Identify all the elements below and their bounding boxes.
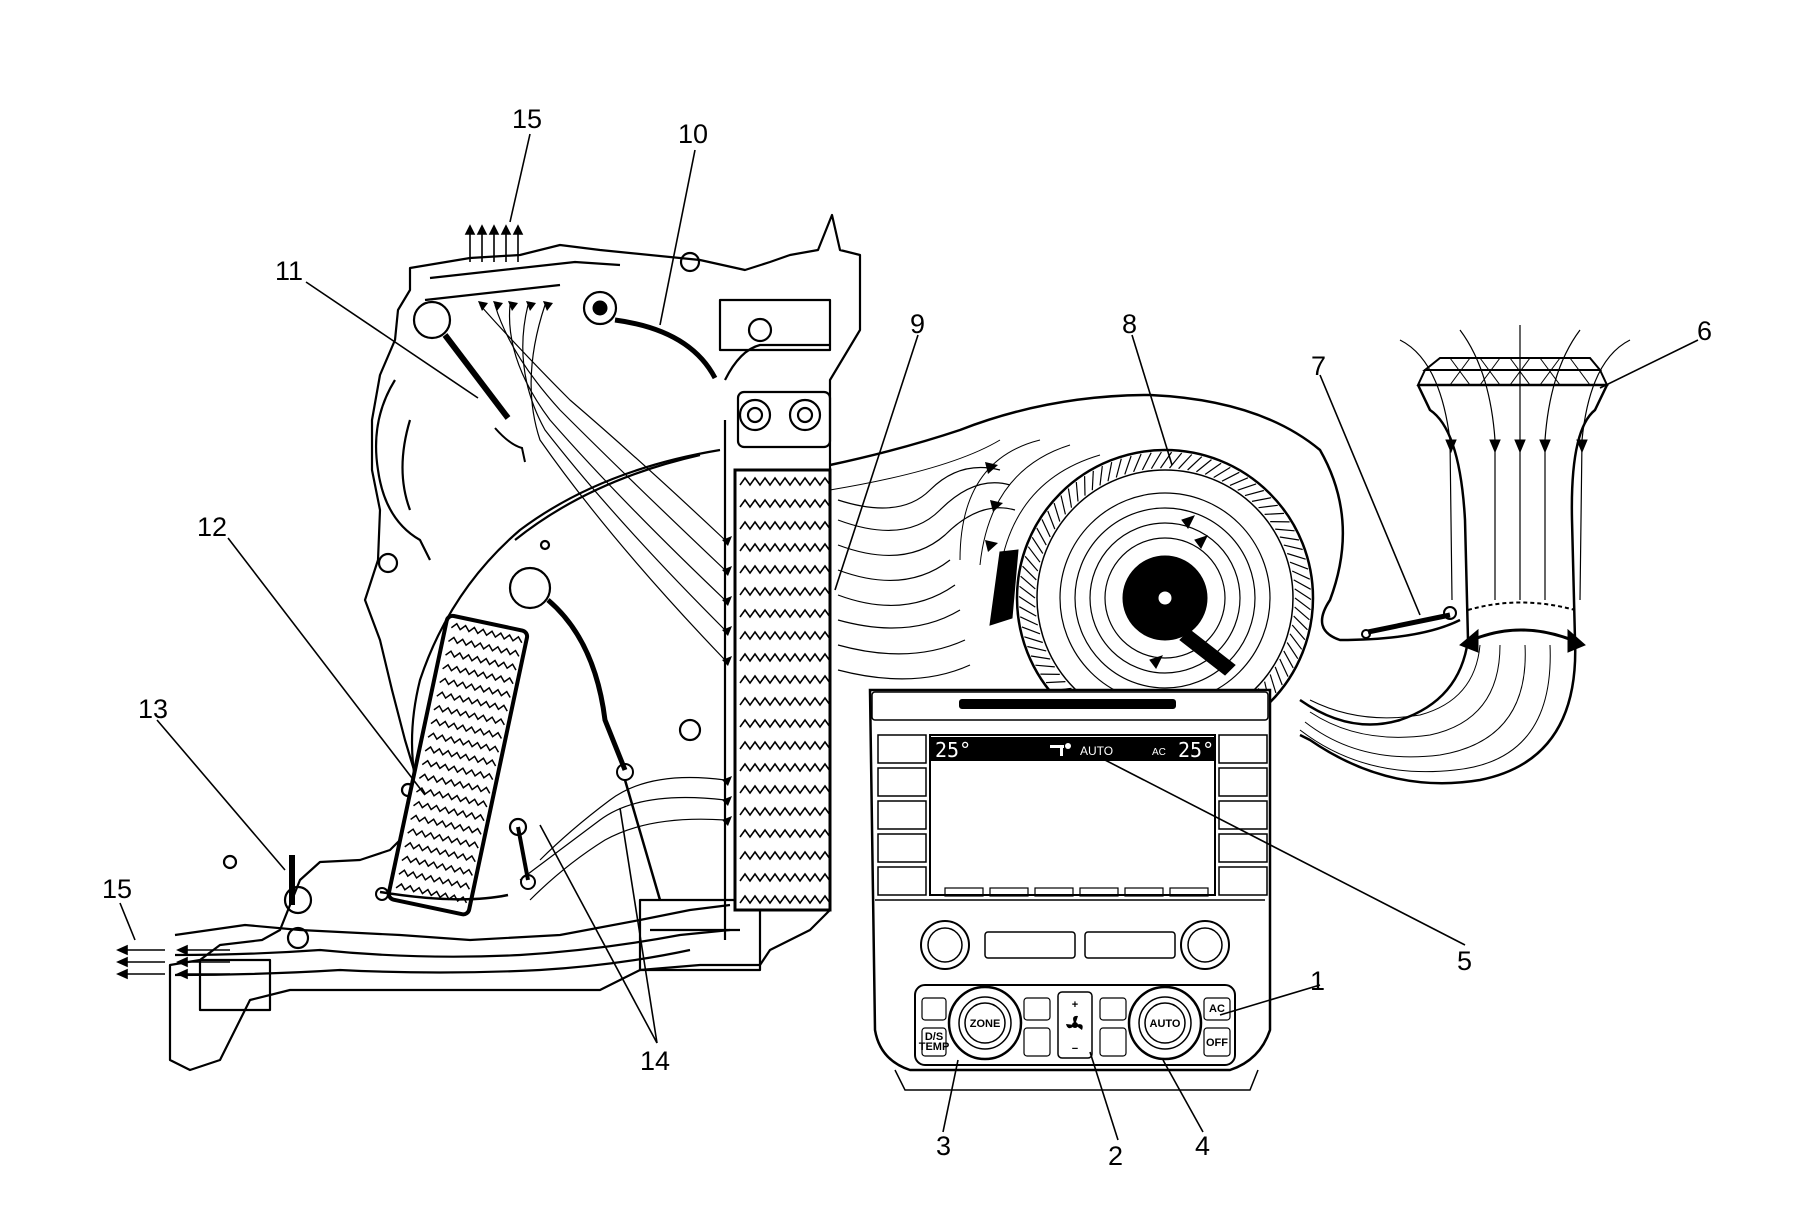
blower-blade [1294, 580, 1311, 589]
blower-blade [1076, 482, 1078, 501]
blower-blade [1292, 571, 1310, 579]
floor-outlet-arrows [118, 946, 230, 978]
callout-14: 14 [640, 1046, 670, 1076]
blower-blade [1116, 459, 1121, 478]
callout-4: 4 [1195, 1131, 1210, 1161]
blower-blade [1275, 529, 1294, 531]
blower-blade [1252, 498, 1271, 502]
blower-blade [1019, 607, 1036, 616]
blower-blade [1205, 463, 1221, 474]
blower-blade [1125, 456, 1131, 474]
blower-blade [1238, 484, 1256, 490]
blower-blade [1025, 556, 1038, 571]
blower-blade [1284, 545, 1303, 549]
off-button-label[interactable]: OFF [1206, 1037, 1228, 1049]
callout-10: 10 [678, 119, 708, 149]
blower-blade [1061, 496, 1065, 515]
blower-blade [1245, 491, 1264, 496]
blower-blade [1021, 576, 1036, 589]
blower-blade [1035, 665, 1054, 667]
auto-knob-label[interactable]: AUTO [1150, 1018, 1181, 1030]
blower-blade [1179, 455, 1192, 469]
callout-12: 12 [197, 512, 227, 542]
blower-blade [1295, 589, 1311, 600]
display-temp-right: 25° [1178, 738, 1214, 762]
evaporator-core [735, 470, 830, 910]
blower-blade [1054, 503, 1060, 522]
defrost-outlet-arrows [466, 226, 522, 262]
blower-blade [1287, 554, 1306, 560]
blower-blade [1031, 656, 1050, 659]
blower-to-core-arrows [985, 462, 1003, 552]
callout-9: 9 [910, 309, 925, 339]
blower-blade [1196, 460, 1211, 472]
ac-button-label[interactable]: AC [1209, 1003, 1225, 1015]
upper-mode-door [445, 335, 525, 462]
blower-blade [1020, 586, 1036, 598]
callout-8: 8 [1122, 309, 1137, 339]
callout-6: 6 [1697, 316, 1712, 346]
display-ac: AC [1152, 747, 1166, 758]
case-airflow-arrows [478, 301, 732, 826]
blower-blade [1042, 519, 1050, 537]
blower-blade [1020, 617, 1038, 625]
fan-minus-label[interactable]: − [1072, 1043, 1078, 1055]
display-temp-left: 25° [935, 738, 971, 762]
blower-blade [1134, 454, 1142, 472]
callout-2: 2 [1108, 1141, 1123, 1171]
blower-blade [1230, 478, 1248, 486]
blower-blade [1188, 457, 1202, 470]
heater-core [388, 615, 529, 916]
blower-blade [1294, 616, 1308, 630]
display-mode: AUTO [1080, 744, 1113, 758]
blower-blade [1280, 537, 1299, 540]
callout-5: 5 [1457, 946, 1472, 976]
blower-blade [1046, 682, 1065, 683]
blower-blade [1032, 537, 1043, 553]
blower-blade [1100, 466, 1102, 485]
zone-knob-label[interactable]: ZONE [970, 1018, 1001, 1030]
callout-11: 11 [275, 256, 303, 286]
blower-blade [1290, 562, 1308, 569]
blower-blade [1295, 607, 1310, 620]
blower-blade [1295, 598, 1311, 610]
callout-15-top: 15 [512, 104, 542, 134]
blower-blade [1287, 643, 1298, 659]
callout-3: 3 [936, 1131, 951, 1161]
blower-blade [1048, 511, 1055, 529]
callout-15-left: 15 [102, 874, 132, 904]
blower-blade [1023, 566, 1037, 580]
blower-blade [1028, 547, 1040, 563]
screen-status-bar [930, 737, 1215, 761]
blower-blade [1275, 667, 1282, 685]
blower-blade [1068, 489, 1071, 508]
blower-blade [1290, 634, 1302, 650]
ds-temp-line2[interactable]: TEMP [919, 1041, 950, 1053]
blower-blade [1037, 528, 1046, 545]
blower-blade [1024, 637, 1043, 643]
callout-13: 13 [138, 694, 168, 724]
blower-blade [1214, 467, 1231, 477]
blower-blade [1265, 513, 1284, 514]
blower-blade [1108, 462, 1112, 481]
callout-7: 7 [1311, 351, 1326, 381]
blower-blade [1222, 472, 1239, 481]
blower-blade [1280, 659, 1288, 677]
blower-blade [1292, 625, 1305, 640]
fan-plus-label[interactable]: + [1072, 999, 1078, 1011]
blower-blade [1092, 471, 1093, 490]
blower-blade [1284, 651, 1293, 668]
blower-blade [1142, 453, 1151, 470]
blower-blade [1027, 647, 1046, 651]
blower-blade [1022, 627, 1040, 634]
defrost-door [593, 301, 715, 378]
blower-blade [1259, 505, 1278, 507]
blower-blade [1151, 452, 1161, 469]
air-inlet-duct [1300, 325, 1630, 783]
blower-blade [1019, 597, 1035, 608]
callout-1: 1 [1310, 966, 1325, 996]
